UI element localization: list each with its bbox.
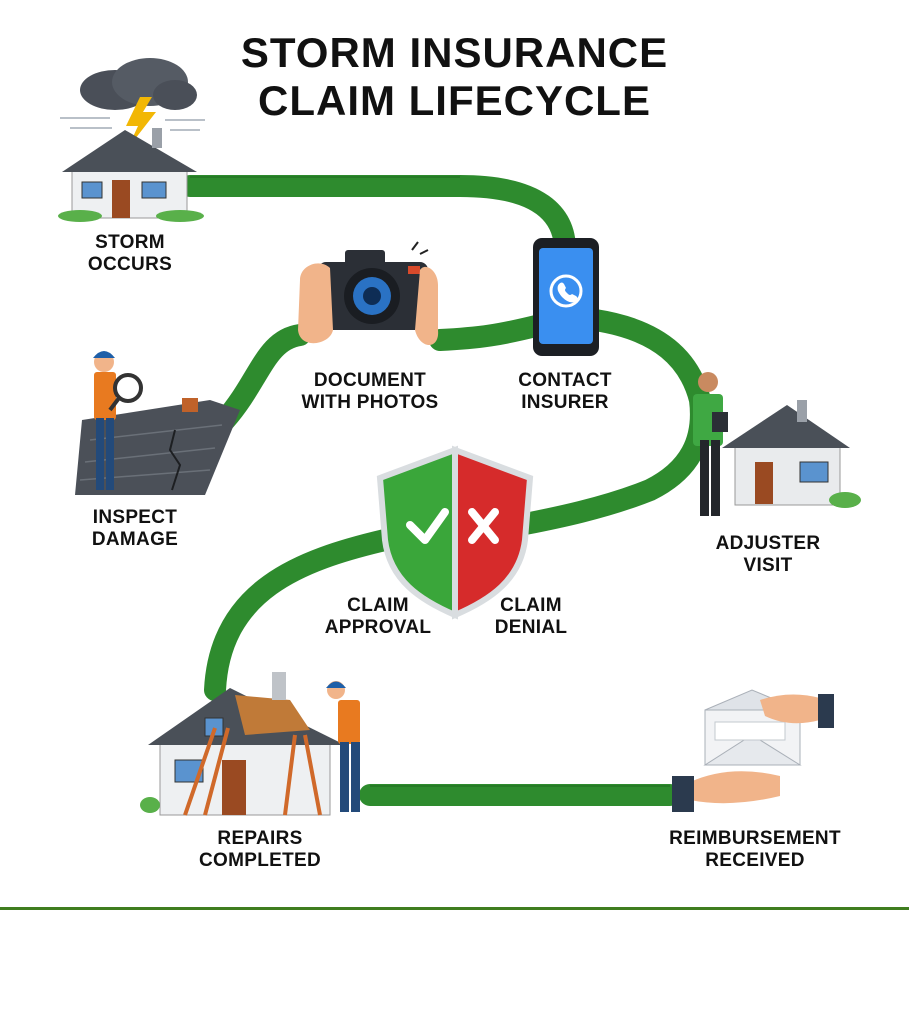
step-reimbursement-received-line2: RECEIVED [705, 850, 805, 871]
step-inspect-damage-line1: INSPECT [92, 507, 178, 528]
phone-icon [533, 238, 599, 356]
step-adjuster-visit-line1: ADJUSTER [715, 533, 821, 554]
bottom-divider [0, 907, 909, 910]
step-reimbursement-received: REIMBURSEMENT RECEIVED [655, 828, 855, 872]
adjuster-icon [693, 372, 861, 516]
storm-house-icon [58, 58, 205, 222]
step-claim-approval: CLAIM APPROVAL [318, 595, 438, 639]
step-contact-insurer-line1: CONTACT [518, 370, 612, 391]
step-contact-insurer-line2: INSURER [521, 392, 609, 413]
step-reimbursement-received-line1: REIMBURSEMENT [669, 828, 841, 849]
step-claim-approval-line2: APPROVAL [324, 617, 432, 638]
step-claim-approval-line1: CLAIM [347, 595, 409, 616]
flow-path [179, 175, 712, 806]
step-adjuster-visit: ADJUSTER VISIT [693, 533, 843, 577]
step-document-photos-line1: DOCUMENT [313, 370, 427, 391]
step-inspect-damage: INSPECT DAMAGE [65, 507, 205, 551]
step-claim-denial: CLAIM DENIAL [476, 595, 586, 639]
step-document-photos: DOCUMENT WITH PHOTOS [290, 370, 450, 414]
step-repairs-completed-line1: REPAIRS [217, 828, 303, 849]
step-contact-insurer: CONTACT INSURER [495, 370, 635, 414]
step-adjuster-visit-line2: VISIT [743, 555, 793, 576]
x-icon [468, 508, 499, 544]
step-storm-occurs-line1: STORM [95, 232, 165, 253]
inspector-icon [75, 351, 240, 495]
step-inspect-damage-line2: DAMAGE [91, 529, 179, 550]
title-line-1: STORM INSURANCE [240, 29, 669, 76]
step-claim-denial-line1: CLAIM [500, 595, 562, 616]
shield-icon [376, 445, 534, 620]
camera-icon [298, 241, 439, 345]
repairs-house-icon [140, 672, 360, 816]
step-storm-occurs-line2: OCCURS [87, 254, 173, 275]
check-icon [406, 508, 449, 544]
step-storm-occurs: STORM OCCURS [60, 232, 200, 276]
title-line-2: CLAIM LIFECYCLE [258, 77, 651, 124]
step-document-photos-line2: WITH PHOTOS [301, 392, 439, 413]
step-claim-denial-line2: DENIAL [494, 617, 568, 638]
step-repairs-completed: REPAIRS COMPLETED [180, 828, 340, 872]
step-repairs-completed-line2: COMPLETED [199, 850, 321, 871]
envelope-hands-icon [672, 689, 834, 812]
